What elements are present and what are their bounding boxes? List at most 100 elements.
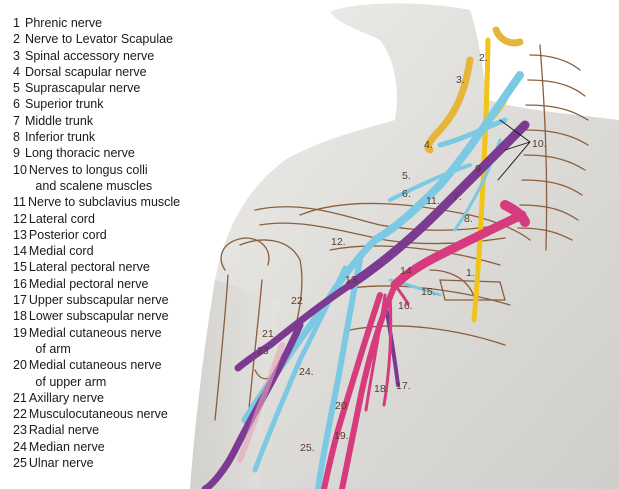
- legend-number: [13, 178, 23, 194]
- label-8: 8.: [464, 213, 473, 225]
- label-16: 16.: [398, 300, 413, 312]
- legend-number: 19: [13, 325, 27, 340]
- label-20: 20: [335, 400, 347, 412]
- legend-number: 22: [13, 407, 27, 422]
- label-2: 2.: [479, 52, 488, 64]
- spinal-accessory-nerve: [424, 56, 474, 154]
- label-22: 22: [291, 295, 303, 307]
- legend-number: 17: [13, 293, 27, 308]
- legend-text: Nerve to subclavius muscle: [27, 195, 181, 210]
- legend-text: Inferior trunk: [25, 130, 96, 145]
- legend-number: 14: [13, 244, 27, 259]
- legend-text: Medial cord: [28, 244, 94, 259]
- legend-number: 12: [13, 211, 27, 226]
- dorsal-scapular-nerve: [437, 117, 508, 148]
- legend-text: Radial nerve: [28, 423, 100, 438]
- label-23: 23: [257, 345, 269, 357]
- label-13: 13.: [345, 274, 360, 286]
- legend-text: Long thoracic nerve: [25, 146, 135, 161]
- legend-number: 24: [13, 439, 27, 454]
- label-9: 9: [475, 163, 481, 175]
- label-1: 1.: [466, 267, 475, 279]
- spine-outline: [539, 44, 548, 251]
- legend-text: Superior trunk: [25, 97, 104, 112]
- label-19: 19.: [334, 430, 349, 442]
- legend-text: Lateral pectoral nerve: [28, 260, 150, 275]
- legend-number: 23: [13, 423, 27, 438]
- humerus-outline: [214, 274, 263, 421]
- inferior-trunk-ending: [500, 200, 530, 227]
- legend-text: Ulnar nerve: [28, 456, 94, 471]
- legend-item: and scalene muscles: [13, 178, 180, 194]
- label-17: 17.: [396, 380, 411, 392]
- label-11: 11.: [426, 195, 440, 207]
- pink-arm-shadow: [237, 342, 285, 463]
- posterior-cord: [234, 281, 354, 372]
- label-7: 7.: [453, 191, 462, 203]
- legend-text: Lateral cord: [28, 211, 95, 226]
- legend-number: 2: [13, 32, 20, 47]
- legend-number: 1: [13, 16, 20, 30]
- legend-text: Axillary nerve: [28, 390, 104, 405]
- suprascapular-nerve: [388, 163, 472, 202]
- legend-text: Phrenic nerve: [25, 16, 103, 30]
- superior-trunk: [371, 71, 524, 244]
- legend-number: 4: [13, 64, 20, 79]
- legend-number: 15: [13, 260, 27, 275]
- legend-number: 11: [13, 195, 26, 210]
- legend-number: 10: [13, 162, 27, 177]
- legend-text: Spinal accessory nerve: [25, 48, 155, 63]
- legend-text: Suprascapular nerve: [25, 81, 141, 96]
- legend-text: and scalene muscles: [25, 178, 153, 193]
- legend-number: 7: [13, 113, 20, 128]
- legend-number: 18: [13, 309, 27, 324]
- label-18: 18.: [374, 383, 389, 395]
- inferior-trunk: [390, 210, 527, 290]
- legend-text: of arm: [25, 341, 71, 356]
- legend-text: Middle trunk: [25, 113, 94, 128]
- label-12: 12.: [331, 236, 346, 248]
- median-nerve-blue: [315, 257, 363, 489]
- radial-nerve: [201, 321, 304, 489]
- label-5: 5.: [402, 170, 411, 182]
- legend-text: Posterior cord: [28, 227, 107, 242]
- legend-text: Nerves to longus colli: [28, 162, 148, 177]
- legend-number: 16: [13, 276, 27, 291]
- legend-number: 13: [13, 227, 27, 242]
- legend-text: Medial pectoral nerve: [28, 276, 149, 291]
- middle-trunk: [345, 120, 530, 290]
- legend-item: 1 Phrenic nerve: [13, 15, 180, 31]
- skeleton-outline: [214, 44, 589, 421]
- figure-labels: 1. 2. 3. 4. 5. 6. 7. 8. 9 10. 11. 12. 13…: [257, 52, 547, 454]
- ribcage-outline: [329, 245, 511, 346]
- phrenic-nerve: [471, 37, 491, 323]
- legend-number: 25: [13, 456, 27, 471]
- legend-item: 7 Middle trunk: [13, 113, 180, 129]
- medial-pectoral-nerve: [393, 283, 410, 306]
- legend-text: Lower subscapular nerve: [28, 309, 169, 324]
- legend-text: Medial cutaneous nerve: [28, 325, 162, 340]
- label-21: 21: [262, 328, 274, 340]
- legend-text: Musculocutaneous nerve: [28, 407, 168, 422]
- legend-number: [13, 341, 23, 357]
- nerves: [201, 26, 531, 489]
- ulnar-nerve: [321, 292, 383, 489]
